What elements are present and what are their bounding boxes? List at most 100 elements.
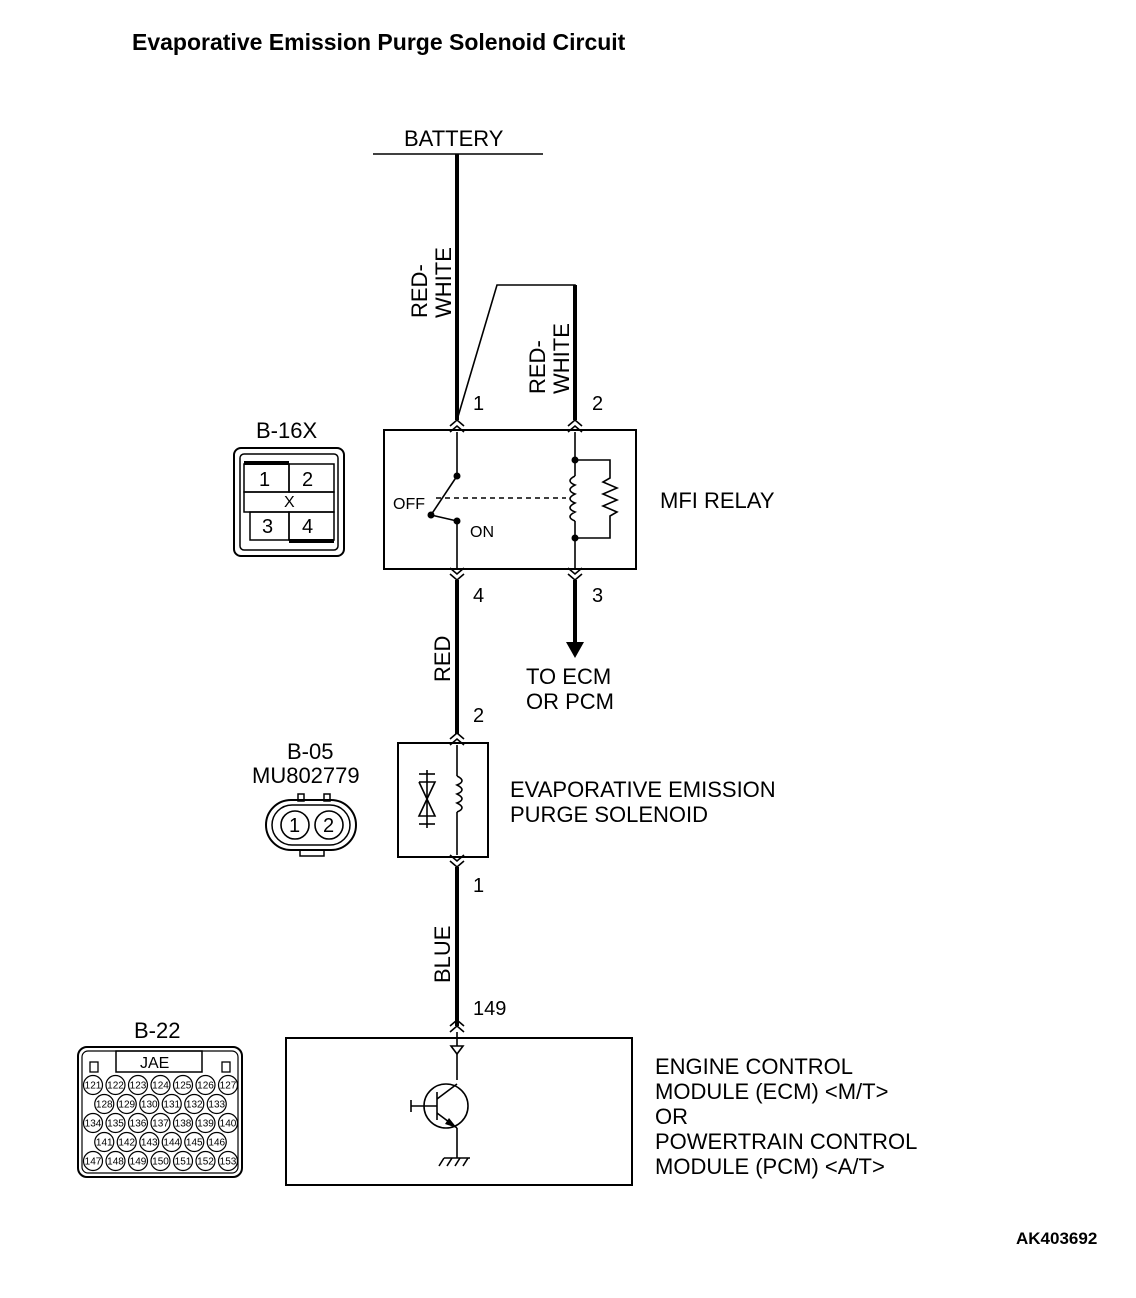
- relay-off-label: OFF: [393, 496, 425, 513]
- ecm-pin-149: 149: [473, 998, 506, 1020]
- b22-pin-cavity: [116, 1131, 137, 1153]
- b22-pin-label: 148: [107, 1157, 124, 1168]
- relay-resistor: [575, 459, 620, 539]
- b22-pin-label: 133: [208, 1100, 225, 1111]
- wire-label-red-white-branch: RED- WHITE: [525, 323, 574, 394]
- b22-pin-cavity: [184, 1131, 205, 1153]
- svg-text:RED-: RED-: [407, 264, 432, 318]
- figure-code: AK403692: [1016, 1229, 1097, 1248]
- b22-pin-cavity: [150, 1150, 171, 1172]
- wire-label-blue: BLUE: [430, 926, 455, 983]
- b22-pin-cavity: [217, 1150, 239, 1172]
- connector-b16x-name: B-16X: [256, 418, 317, 443]
- b16x-pin-2: 2: [302, 469, 313, 491]
- solenoid-label-line1: EVAPORATIVE EMISSION: [510, 777, 776, 802]
- b22-pin-cavity: [139, 1131, 160, 1153]
- b22-pin-label: 131: [163, 1100, 180, 1111]
- relay-output-line1: TO ECM: [526, 664, 611, 689]
- connector-b22: [77, 1046, 243, 1178]
- b22-pin-label: 147: [85, 1157, 102, 1168]
- relay-pin-1: 1: [473, 393, 484, 415]
- mfi-relay-box: [383, 429, 637, 570]
- b22-pin-label: 141: [96, 1138, 113, 1149]
- mfi-relay-label: MFI RELAY: [660, 488, 775, 513]
- b22-pin-label: 140: [220, 1119, 237, 1130]
- connector-b05-name: B-05: [287, 739, 333, 764]
- b22-pin-cavity: [105, 1074, 126, 1096]
- b22-pin-label: 132: [186, 1100, 203, 1111]
- solenoid-pin-1: 1: [473, 875, 484, 897]
- relay-pin-4: 4: [473, 585, 484, 607]
- b22-pin-label: 125: [175, 1081, 192, 1092]
- b22-pin-cavity: [195, 1150, 216, 1172]
- ecm-terminal-marks: [449, 1018, 465, 1033]
- ecm-transistor-icon: [410, 1032, 470, 1167]
- b22-pin-label: 128: [96, 1100, 113, 1111]
- b22-pin-cavity: [150, 1074, 171, 1096]
- b22-pin-label: 142: [118, 1138, 135, 1149]
- relay-output-line2: OR PCM: [526, 689, 614, 714]
- b22-pin-label: 123: [130, 1081, 147, 1092]
- b22-pin-label: 124: [152, 1081, 169, 1092]
- svg-text:WHITE: WHITE: [431, 247, 456, 318]
- page-title: Evaporative Emission Purge Solenoid Circ…: [132, 29, 626, 55]
- b22-pin-cavity: [105, 1112, 126, 1134]
- b22-pin-cavity: [217, 1112, 239, 1134]
- ecm-label-line3: OR: [655, 1104, 688, 1129]
- b16x-pin-4: 4: [302, 516, 313, 538]
- b22-pin-label: 150: [152, 1157, 169, 1168]
- b22-pin-label: 149: [130, 1157, 147, 1168]
- b22-pin-cavity: [172, 1150, 194, 1172]
- b22-pin-cavity: [127, 1074, 149, 1096]
- b22-pin-cavity: [94, 1131, 115, 1153]
- b22-pin-label: 152: [197, 1157, 214, 1168]
- b22-pin-cavity: [172, 1112, 194, 1134]
- relay-coil: [569, 432, 579, 568]
- solenoid-coil: [455, 745, 463, 855]
- b22-pin-cavity: [139, 1093, 160, 1115]
- connector-b22-name: B-22: [134, 1018, 180, 1043]
- b22-pin-label: 146: [208, 1138, 225, 1149]
- b22-pin-cavity: [195, 1112, 216, 1134]
- b22-pin-label: 129: [118, 1100, 135, 1111]
- b22-pin-cavity: [127, 1150, 149, 1172]
- b22-pin-cavity: [116, 1093, 137, 1115]
- b22-pin-cavity: [195, 1074, 216, 1096]
- b22-pin-label: 121: [85, 1081, 102, 1092]
- b22-pin-cavity: [82, 1150, 104, 1172]
- relay-switch: [427, 432, 566, 568]
- connector-b05: [265, 793, 357, 857]
- b16x-pin-3: 3: [262, 516, 273, 538]
- ecm-label-line4: POWERTRAIN CONTROL: [655, 1129, 917, 1154]
- b22-pin-cavity: [161, 1131, 182, 1153]
- b22-pin-cavity: [150, 1112, 171, 1134]
- b22-pin-cavity: [127, 1112, 149, 1134]
- b22-pin-cavity: [82, 1074, 104, 1096]
- b22-pin-label: 143: [141, 1138, 158, 1149]
- svg-text:RED-: RED-: [525, 340, 550, 394]
- b22-pin-cavity: [206, 1093, 227, 1115]
- b22-pin-label: 137: [152, 1119, 169, 1130]
- battery-label: BATTERY: [404, 126, 504, 151]
- b22-pin-cavity: [82, 1112, 104, 1134]
- relay-pin-2: 2: [592, 393, 603, 415]
- ecm-box: [285, 1037, 633, 1186]
- b22-pin-label: 151: [175, 1157, 192, 1168]
- relay-pin-3: 3: [592, 585, 603, 607]
- svg-text:X: X: [284, 494, 295, 511]
- connector-b22-maker: JAE: [140, 1055, 169, 1072]
- ecm-label-line1: ENGINE CONTROL: [655, 1054, 853, 1079]
- b05-pin-1: 1: [289, 815, 300, 837]
- ecm-label-line2: MODULE (ECM) <M/T>: [655, 1079, 888, 1104]
- b22-pin-label: 139: [197, 1119, 214, 1130]
- solenoid-label-line2: PURGE SOLENOID: [510, 802, 708, 827]
- b22-pin-cavity: [161, 1093, 182, 1115]
- b22-pin-cavity: [184, 1093, 205, 1115]
- b22-pin-label: 153: [220, 1157, 237, 1168]
- b22-pin-cavity: [217, 1074, 239, 1096]
- b22-pin-label: 127: [220, 1081, 237, 1092]
- b22-pin-label: 134: [85, 1119, 102, 1130]
- solenoid-pin-2: 2: [473, 705, 484, 727]
